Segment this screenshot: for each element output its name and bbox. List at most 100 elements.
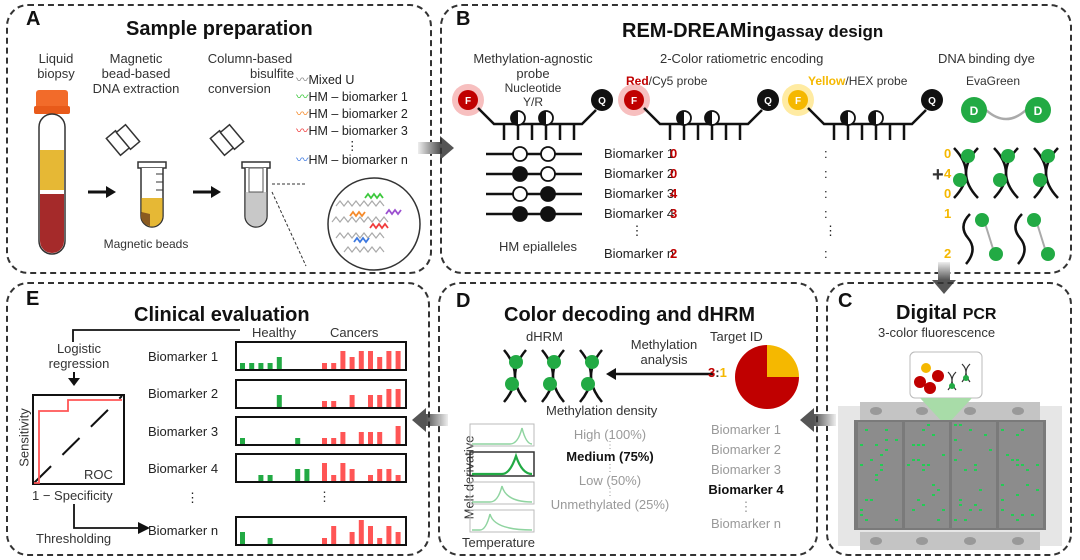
panel-c-title: Digital PCR <box>896 302 997 324</box>
healthy-bar <box>295 469 301 481</box>
chip-panel <box>999 422 1043 528</box>
healthy-bar <box>267 538 273 544</box>
cancer-bar <box>349 469 355 481</box>
biomarker-bar-chart <box>235 341 407 371</box>
positive-partition <box>932 434 935 436</box>
cancer-bar <box>377 395 383 407</box>
positive-partition <box>954 519 957 521</box>
decoded-biomarker: Biomarker 1 <box>710 422 782 437</box>
cancer-bar <box>331 401 337 407</box>
unbound-dna-icon <box>962 213 1055 265</box>
arrow-icon <box>88 186 116 198</box>
cancer-bar <box>377 432 383 444</box>
blood-tube-icon <box>34 90 70 255</box>
panel-b-letter: B <box>456 8 471 30</box>
positive-partition <box>1021 429 1024 431</box>
biomarker-bar-chart <box>235 516 407 546</box>
positive-partition <box>964 469 967 471</box>
positive-partition <box>979 509 982 511</box>
temperature-label: Temperature <box>462 535 535 550</box>
cancer-bar <box>358 520 364 544</box>
positive-partition <box>865 519 868 521</box>
gradient-arrow-icon <box>800 408 836 432</box>
positive-partition <box>959 499 962 501</box>
chip-panel <box>952 422 996 528</box>
chip-panel <box>858 422 902 528</box>
cancer-bar <box>368 526 373 544</box>
cancer-bar <box>395 426 401 444</box>
positive-partition <box>875 479 878 481</box>
positive-partition <box>1011 514 1014 516</box>
positive-partition <box>875 474 878 476</box>
positive-partition <box>860 514 863 516</box>
cancers-label: Cancers <box>330 325 379 340</box>
dpcr-chip-icon <box>838 351 1062 550</box>
cancer-bar <box>322 438 327 444</box>
target-id-label: Target ID <box>710 329 763 344</box>
cancer-bar <box>331 475 337 481</box>
positive-partition <box>860 509 863 511</box>
target-pie-chart <box>735 345 799 409</box>
positive-partition <box>865 429 868 431</box>
dhrm-dna-icon <box>503 349 603 403</box>
positive-partition <box>937 489 940 491</box>
healthy-bar <box>276 395 282 407</box>
healthy-label: Healthy <box>252 325 297 340</box>
healthy-bar <box>276 357 282 369</box>
svg-text:Q: Q <box>764 96 772 107</box>
panel-c-subtitle: 3-color fluorescence <box>878 325 996 340</box>
positive-partition <box>907 464 910 466</box>
positive-partition <box>1001 499 1004 501</box>
cancer-bar <box>331 438 337 444</box>
positive-partition <box>1016 464 1019 466</box>
wave-icon: 〰 <box>296 107 309 121</box>
chip-panel <box>905 422 949 528</box>
positive-partition <box>1016 494 1019 496</box>
level-low: Low (50%) <box>578 473 642 488</box>
extraction-tube-icon <box>105 123 167 228</box>
cancer-bar <box>340 351 346 369</box>
positive-partition <box>1001 484 1004 486</box>
biomarker-bar-chart <box>235 379 407 409</box>
cancer-bar <box>395 475 401 481</box>
ratio-label: 3:1 <box>708 365 727 380</box>
positive-partition <box>1021 514 1024 516</box>
positive-partition <box>1036 489 1039 491</box>
cancer-bar <box>368 351 373 369</box>
positive-partition <box>912 509 915 511</box>
positive-partition <box>1026 484 1029 486</box>
melt-curve-low <box>469 481 535 505</box>
cancer-bar <box>322 363 327 369</box>
legend-vdots: ⋮ <box>346 139 359 153</box>
biomarker-label: Biomarker 1 <box>148 349 219 364</box>
cancer-bar <box>340 432 346 444</box>
cancer-bar <box>368 475 373 481</box>
positive-partition <box>1001 429 1004 431</box>
column-tube-icon <box>209 123 271 228</box>
svg-text:F: F <box>795 96 801 107</box>
legend-item: 〰HM – biomarker 3 <box>296 124 408 138</box>
positive-partition <box>880 469 883 471</box>
panel-a-title: Sample preparation <box>126 18 313 40</box>
arrow-icon <box>193 186 221 198</box>
cancer-bar <box>349 395 355 407</box>
wave-icon: 〰 <box>296 73 309 87</box>
evagreen-label: EvaGreen <box>966 74 1021 88</box>
yellow-probe-icon: F Q <box>782 84 943 140</box>
positive-partition <box>1031 514 1034 516</box>
bars-vdots: ⋮ <box>318 489 331 504</box>
melt-curve-medium <box>469 451 535 477</box>
wave-icon: 〰 <box>296 124 309 138</box>
encoding-row: Biomarker 34:0 <box>604 186 952 201</box>
cancer-bar <box>331 363 337 369</box>
healthy-bar <box>304 469 310 481</box>
down-arrow-icon <box>68 372 80 386</box>
decoded-biomarker: Biomarker 3 <box>710 462 782 477</box>
decoded-biomarkers: Biomarker 1 Biomarker 2 Biomarker 3 Biom… <box>696 420 796 534</box>
gradient-arrow-icon <box>418 136 454 160</box>
positive-partition <box>1016 519 1019 521</box>
cancer-bar <box>395 389 401 407</box>
biomarker-label: Biomarker 2 <box>148 386 219 401</box>
